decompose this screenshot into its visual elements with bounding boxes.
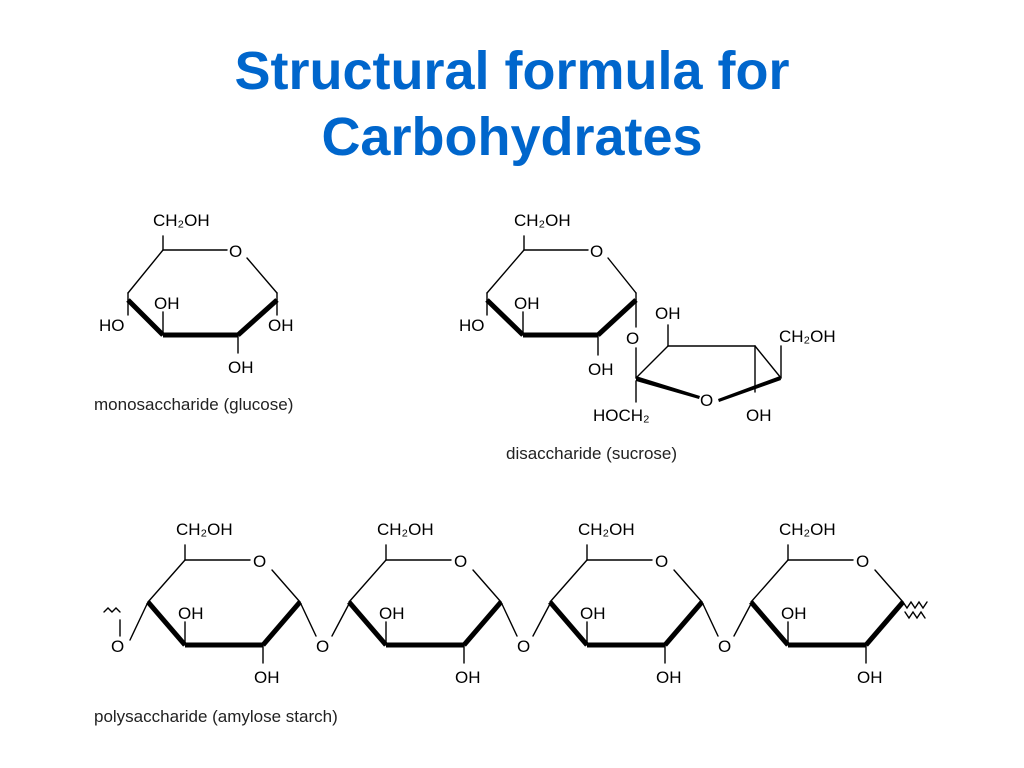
amylose-oh-label: OH [254, 668, 280, 687]
amylose-link-oxygen-label: O [316, 637, 329, 656]
amylose-link-oxygen-label: O [718, 637, 731, 656]
sucrose-oh-label: OH [588, 360, 614, 379]
fructose-ch2oh-label: CH₂OH [779, 327, 836, 346]
amylose-oh-label: OH [656, 668, 682, 687]
amylose-unit-4: CH₂OH O OH OH [749, 520, 905, 687]
monosaccharide-caption: monosaccharide (glucose) [94, 395, 293, 414]
fructose-ring-oxygen-label: O [700, 391, 713, 410]
glucose-oh-label: OH [154, 294, 180, 313]
disaccharide-caption: disaccharide (sucrose) [506, 444, 677, 463]
amylose-ch2oh-label: CH₂OH [176, 520, 233, 539]
glucose-ch2oh-label: CH₂OH [153, 211, 210, 230]
amylose-oh-label: OH [379, 604, 405, 623]
glucose-oh-label: OH [268, 316, 294, 335]
amylose-oh-label: OH [455, 668, 481, 687]
amylose-oh-label: OH [857, 668, 883, 687]
amylose-unit-1: CH₂OH O OH OH [146, 520, 317, 687]
amylose-link-oxygen-label: O [111, 637, 124, 656]
glucose-structure: CH₂OH O OH HO OH OH monosaccharide (gluc… [94, 211, 294, 414]
amylose-ch2oh-label: CH₂OH [377, 520, 434, 539]
page-title: Structural formula for Carbohydrates [0, 38, 1024, 170]
title-line-2: Carbohydrates [321, 107, 703, 167]
amylose-oh-label: OH [580, 604, 606, 623]
fructose-oh-label: OH [655, 304, 681, 323]
sucrose-structure: CH₂OH O OH HO OH O OH CH₂OH O HOCH₂ OH d… [459, 211, 836, 463]
glycosidic-oxygen-label: O [626, 329, 639, 348]
sucrose-ho-label: HO [459, 316, 485, 335]
sucrose-oh-label: OH [514, 294, 540, 313]
sucrose-glucose-ring-oxygen-label: O [590, 242, 603, 261]
amylose-ring-oxygen-label: O [856, 552, 869, 571]
amylose-ch2oh-label: CH₂OH [578, 520, 635, 539]
amylose-structure: CH₂OH O OH OH O O CH₂OH O OH OH O [94, 520, 928, 726]
sucrose-glucose-ch2oh-label: CH₂OH [514, 211, 571, 230]
glucose-ho-label: HO [99, 316, 125, 335]
fructose-oh-label: OH [746, 406, 772, 425]
title-line-1: Structural formula for [234, 41, 790, 101]
amylose-oh-label: OH [781, 604, 807, 623]
amylose-unit-2: CH₂OH O OH OH [347, 520, 518, 687]
amylose-unit-3: CH₂OH O OH OH [548, 520, 719, 687]
amylose-ring-oxygen-label: O [655, 552, 668, 571]
amylose-ring-oxygen-label: O [454, 552, 467, 571]
glucose-ring-oxygen-label: O [229, 242, 242, 261]
polysaccharide-caption: polysaccharide (amylose starch) [94, 707, 338, 726]
fructose-hoch2-label: HOCH₂ [593, 406, 650, 425]
amylose-ch2oh-label: CH₂OH [779, 520, 836, 539]
glucose-oh-label: OH [228, 358, 254, 377]
amylose-link-oxygen-label: O [517, 637, 530, 656]
amylose-oh-label: OH [178, 604, 204, 623]
amylose-ring-oxygen-label: O [253, 552, 266, 571]
